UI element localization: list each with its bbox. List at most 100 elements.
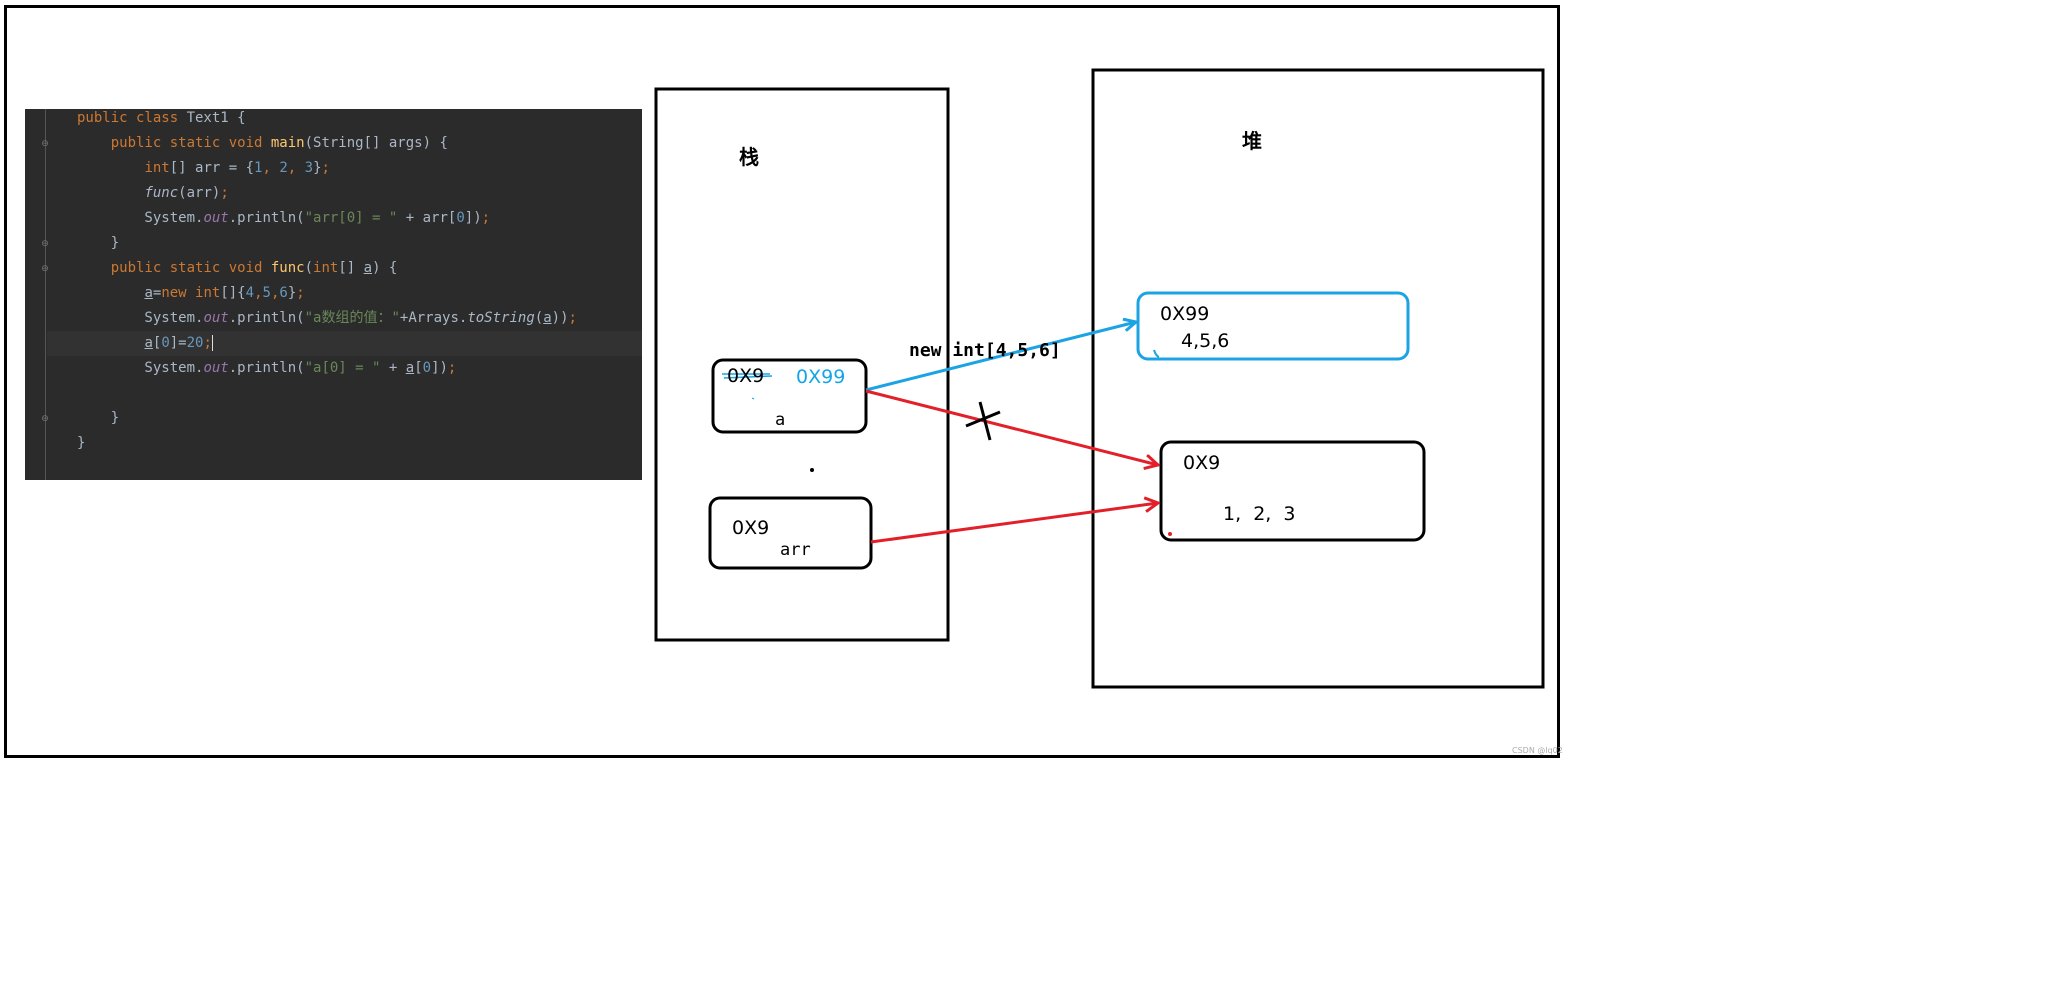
watermark: CSDN @lq02: [1512, 746, 1563, 755]
code-token: }: [77, 410, 120, 426]
diagram-frame: [4, 5, 1560, 758]
code-token: toString: [467, 310, 535, 326]
code-line[interactable]: public static void func(int[] a) {: [77, 256, 398, 281]
code-line[interactable]: public class Text1 {: [77, 106, 246, 131]
code-line[interactable]: public static void main(String[] args) {: [77, 131, 448, 156]
stack-arr-address: 0X9: [732, 517, 770, 539]
code-token: .println(: [228, 360, 305, 376]
code-token: 5: [262, 285, 271, 301]
code-token: 6: [279, 285, 288, 301]
stack-a-old-address: 0X9: [727, 365, 765, 387]
code-token: +: [380, 360, 406, 376]
code-token: new: [161, 285, 196, 301]
code-token: =: [152, 285, 162, 301]
code-token: "arr[0] = ": [304, 210, 398, 226]
code-token: []: [338, 260, 364, 276]
code-token: }: [313, 160, 322, 176]
code-token: a: [363, 260, 373, 276]
arrow-arr-to-old-array: [870, 503, 1158, 544]
code-line[interactable]: System.out.println("a数组的值："+Arrays.toStr…: [77, 306, 577, 331]
code-token: ) {: [372, 260, 398, 276]
heap-new-address: 0X99: [1160, 303, 1210, 325]
code-token: (: [304, 260, 314, 276]
code-token: ;: [296, 285, 305, 301]
fold-icon[interactable]: ⊖: [41, 239, 49, 249]
code-token: ;: [447, 360, 457, 376]
code-token: ]): [464, 210, 482, 226]
code-line[interactable]: }: [77, 406, 119, 431]
code-token: System.: [77, 210, 204, 226]
ink-dot: [1168, 532, 1172, 536]
code-line[interactable]: a[0]=20;: [77, 331, 213, 356]
code-token: out: [203, 360, 229, 376]
ink-mark: [1153, 349, 1160, 358]
heap-old-address: 0X9: [1183, 452, 1221, 474]
code-token: }: [77, 435, 86, 451]
code-token: }: [77, 235, 120, 251]
code-token: ;: [203, 335, 212, 351]
code-token: [: [152, 335, 162, 351]
code-line[interactable]: func(arr);: [77, 181, 228, 206]
code-token: ]=: [169, 335, 187, 351]
code-token: )): [551, 310, 569, 326]
code-token: int: [195, 285, 221, 301]
heap-title: 堆: [1242, 129, 1262, 153]
gutter-divider: [45, 109, 46, 480]
code-token: main: [270, 135, 305, 151]
code-token: out: [203, 310, 229, 326]
code-token: ,: [287, 160, 305, 176]
fold-icon[interactable]: ⊖: [41, 264, 49, 274]
code-token: a: [405, 360, 415, 376]
cross-mark: [978, 401, 992, 441]
code-line[interactable]: }: [77, 231, 119, 256]
fold-icon[interactable]: ⊖: [41, 139, 49, 149]
code-token: (arr): [178, 185, 221, 201]
code-token: [: [414, 360, 423, 376]
code-token: "a[0] = ": [304, 360, 381, 376]
text-cursor: [211, 335, 213, 351]
code-token: (String[] args) {: [304, 135, 448, 151]
code-token: public static void: [110, 260, 271, 276]
stack-title: 栈: [739, 145, 759, 169]
code-editor: ⊖ ⊖ ⊖ ⊖ public class Text1 { public stat…: [25, 109, 642, 480]
stack-panel: [654, 87, 950, 642]
code-token: 0: [456, 210, 465, 226]
code-token: ,: [262, 160, 280, 176]
code-token: func: [144, 185, 179, 201]
code-token: ;: [481, 210, 491, 226]
code-token: 0: [161, 335, 170, 351]
stack-arr-name: arr: [780, 540, 811, 560]
code-token: 0: [422, 360, 432, 376]
code-token: System.: [77, 310, 204, 326]
code-token: Text1 {: [186, 110, 246, 126]
code-token: 2: [279, 160, 288, 176]
code-token: 20: [186, 335, 204, 351]
code-line[interactable]: System.out.println("a[0] = " + a[0]);: [77, 356, 456, 381]
memory-diagram: [654, 68, 1545, 689]
code-line[interactable]: }: [77, 431, 85, 456]
code-token: a: [144, 285, 153, 301]
ink-dot: [751, 397, 755, 400]
fold-icon[interactable]: ⊖: [41, 414, 49, 424]
current-line-highlight: [47, 331, 642, 356]
stack-a-new-address: 0X99: [796, 366, 846, 388]
code-token: .println(: [228, 310, 305, 326]
code-token: a: [144, 335, 153, 351]
arrow-label-new-array: new int[4,5,6]: [909, 340, 1061, 361]
heap-old-values: 1, 2, 3: [1223, 503, 1296, 525]
strike-line: [723, 375, 773, 379]
code-token: ;: [568, 310, 577, 326]
arrow-a-to-new-array: [865, 322, 1136, 392]
code-token: 4: [245, 285, 255, 301]
code-token: ;: [321, 160, 330, 176]
code-token: 3: [304, 160, 314, 176]
code-token: ,: [254, 285, 263, 301]
code-token: []{: [220, 285, 246, 301]
code-token: public class: [77, 110, 187, 126]
code-token: a: [543, 310, 552, 326]
code-line[interactable]: System.out.println("arr[0] = " + arr[0])…: [77, 206, 490, 231]
code-line[interactable]: a=new int[]{4,5,6};: [77, 281, 305, 306]
code-line[interactable]: int[] arr = {1, 2, 3};: [77, 156, 330, 181]
code-token: (: [534, 310, 544, 326]
code-token: func: [270, 260, 305, 276]
